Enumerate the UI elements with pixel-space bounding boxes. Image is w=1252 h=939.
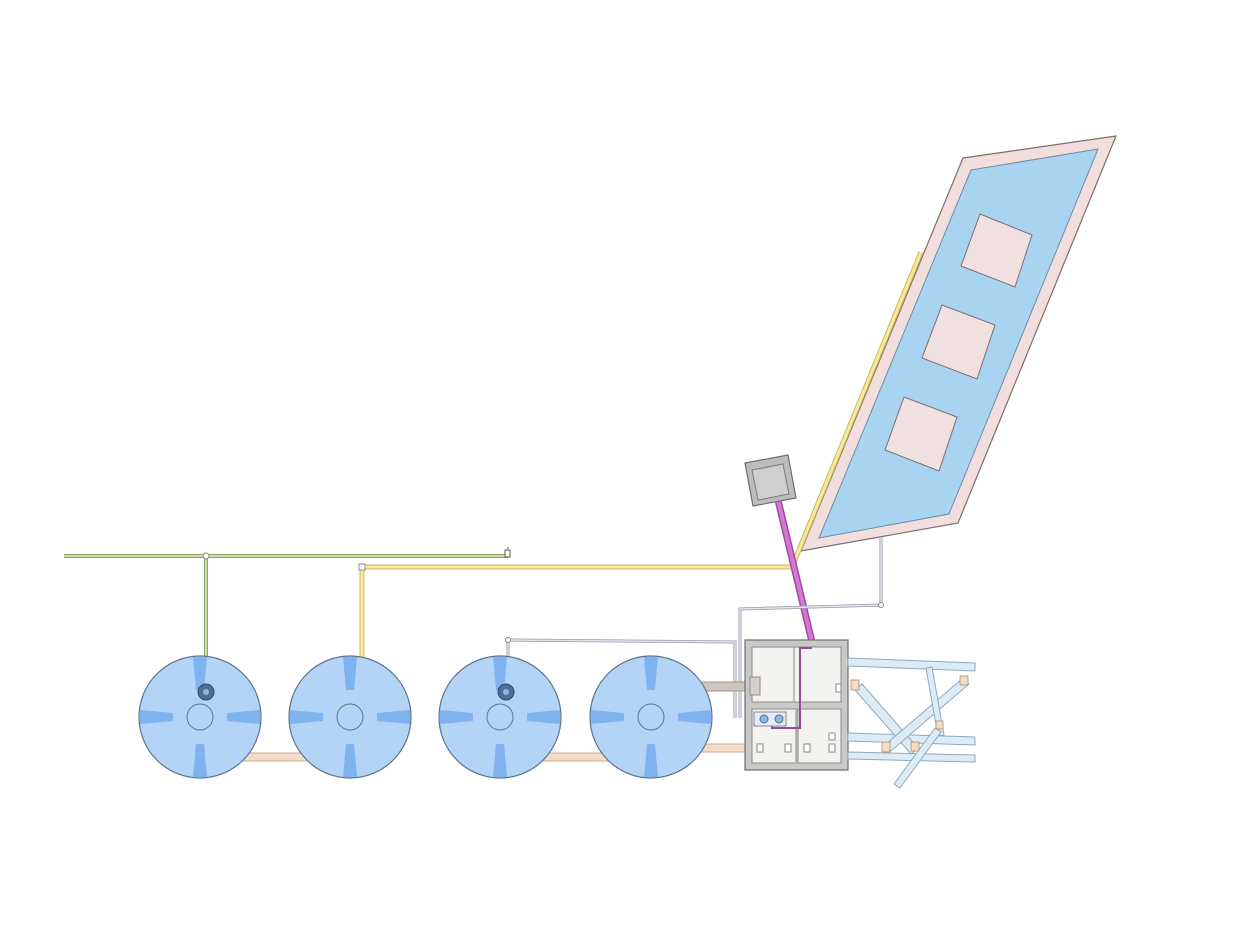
pump-icon <box>759 714 784 724</box>
storage-tanks <box>138 655 713 779</box>
tank-vane <box>193 657 207 690</box>
lightblue-pipe <box>893 727 942 789</box>
tank-vane <box>193 744 207 777</box>
lightblue-pipe <box>847 657 976 672</box>
tank-vane <box>440 710 473 724</box>
outlet-piping <box>847 657 976 789</box>
yellow-pipe-core <box>360 251 923 692</box>
tank-body <box>438 655 562 779</box>
tank-vane <box>644 657 658 690</box>
gray-pipe-panel-return-core <box>739 537 882 718</box>
tank-vane <box>493 744 507 777</box>
yellow-pipe-elbow <box>358 563 366 571</box>
tank-1 <box>138 655 262 779</box>
tank-inlet-port <box>503 689 509 695</box>
panel-window-3 <box>884 396 958 472</box>
pump-station-inlet <box>749 676 761 696</box>
purple-pipe-core <box>776 499 814 643</box>
tank-vane <box>678 710 711 724</box>
lightblue-pipe <box>847 751 976 763</box>
tank-vane <box>527 710 560 724</box>
tank-3 <box>438 655 562 779</box>
tank-4 <box>589 655 713 779</box>
tank-vane <box>493 657 507 690</box>
gray-pipe-joint <box>878 602 884 608</box>
tank-vane <box>343 744 357 777</box>
tank-vane <box>377 710 410 724</box>
collector-panel <box>800 135 1117 552</box>
panel-window-1 <box>960 213 1033 288</box>
elbow-fittings <box>850 675 969 753</box>
tank-body <box>589 655 713 779</box>
gray-pipe-joint <box>505 637 511 643</box>
tank-vane <box>343 657 357 690</box>
tank-inlet-port <box>203 689 209 695</box>
tank-body <box>138 655 262 779</box>
tank-body <box>288 655 412 779</box>
panel-window-2 <box>921 304 996 380</box>
tank-vane <box>227 710 260 724</box>
junction-box-inner <box>751 463 790 501</box>
tank-vane <box>140 710 173 724</box>
tank-center-ring <box>637 703 665 731</box>
valve-icon <box>504 547 511 558</box>
tank-vane <box>591 710 624 724</box>
tank-2 <box>288 655 412 779</box>
tank-vane <box>644 744 658 777</box>
tank-vane <box>290 710 323 724</box>
valve-icon <box>756 683 842 753</box>
green-pipe-tee <box>202 552 210 560</box>
pump-station-upper-bay <box>751 646 842 703</box>
tank-center-ring <box>336 703 364 731</box>
tank-center-ring <box>486 703 514 731</box>
junction-box <box>744 454 816 643</box>
pump-station <box>744 639 849 771</box>
tank-center-ring <box>186 703 214 731</box>
lightblue-pipe <box>925 666 945 737</box>
